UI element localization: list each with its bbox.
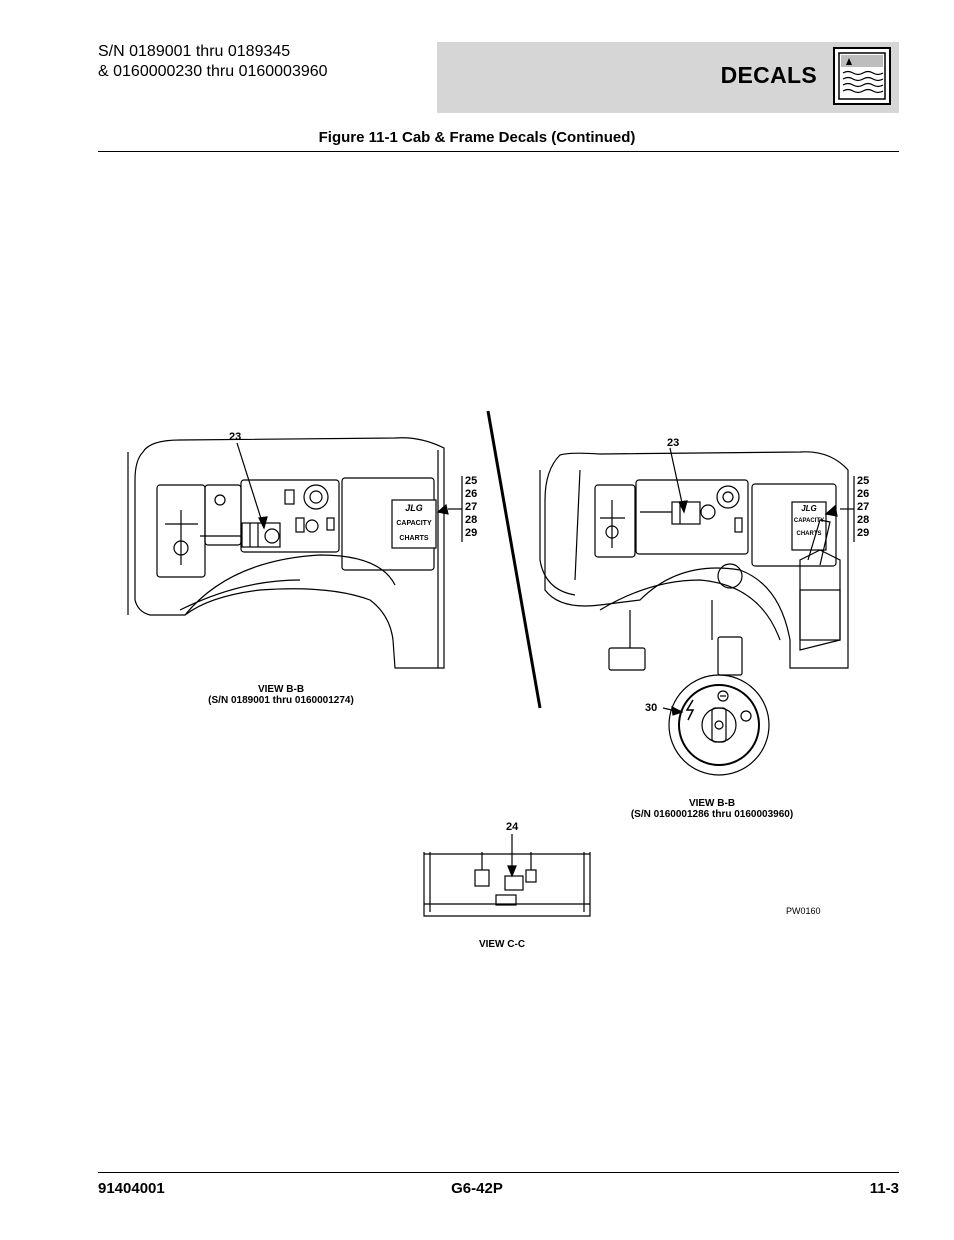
callout-23-right: 23 — [667, 437, 680, 449]
callout-27-left: 27 — [465, 501, 478, 513]
callout-30: 30 — [645, 702, 658, 714]
view-left-range: (S/N 0189001 thru 0160001274) — [208, 695, 354, 706]
ignition-switch-illustration — [662, 674, 770, 776]
decal-sign-icon — [833, 47, 891, 105]
callout-29-left: 29 — [465, 527, 478, 539]
serial-line-1: S/N 0189001 thru 0189345 — [98, 43, 291, 60]
view-caption-left: VIEW B-B (S/N 0189001 thru 0160001274) — [186, 684, 376, 706]
callout-26-left: 26 — [465, 488, 478, 500]
callout-24: 24 — [506, 821, 519, 833]
callout-28-right: 28 — [857, 514, 870, 526]
view-separator-line — [486, 410, 542, 709]
serial-number-range: S/N 0189001 thru 0189345 & 0160000230 th… — [98, 42, 328, 82]
view-caption-bottom: VIEW C-C — [478, 939, 526, 950]
callout-27-right: 27 — [857, 501, 870, 513]
footer-model: G6-42P — [451, 1180, 503, 1197]
left-decal-line2: CHARTS — [399, 535, 429, 542]
header-rule — [98, 151, 899, 152]
footer-page-number: 11-3 — [869, 1180, 899, 1197]
callout-stack-left: 25 26 27 28 29 — [465, 475, 477, 540]
callout-25-right: 25 — [857, 475, 870, 487]
footer-doc-number: 91404001 — [98, 1180, 165, 1197]
section-title: DECALS — [720, 62, 817, 88]
callout-stack-right: 25 26 27 28 29 — [857, 475, 869, 540]
right-decal-line2: CHARTS — [796, 531, 822, 537]
left-decal-brand: JLG — [405, 503, 423, 513]
callout-29-right: 29 — [857, 527, 870, 539]
left-dashboard-illustration — [127, 437, 463, 669]
figure-title: Figure 11-1 Cab & Frame Decals (Continue… — [318, 129, 636, 146]
right-dashboard-illustration — [539, 447, 855, 676]
drawing-number: PW0160 — [786, 906, 821, 916]
serial-line-2: & 0160000230 thru 0160003960 — [98, 63, 328, 80]
right-decal-brand: JLG — [801, 504, 817, 513]
left-decal-line1: CAPACITY — [396, 520, 432, 527]
footer-rule — [98, 1172, 899, 1173]
view-caption-right: VIEW B-B (S/N 0160001286 thru 0160003960… — [612, 798, 812, 820]
callout-28-left: 28 — [465, 514, 478, 526]
section-header-box: DECALS — [437, 42, 899, 113]
right-decal-line1: CAPACITY — [793, 518, 825, 524]
view-c-c-illustration — [423, 834, 591, 917]
view-right-title: VIEW B-B — [688, 798, 736, 809]
callout-23-left: 23 — [229, 431, 242, 443]
callout-25-left: 25 — [465, 475, 478, 487]
view-right-range: (S/N 0160001286 thru 0160003960) — [630, 809, 794, 820]
callout-26-right: 26 — [857, 488, 870, 500]
view-left-title: VIEW B-B — [257, 684, 305, 695]
